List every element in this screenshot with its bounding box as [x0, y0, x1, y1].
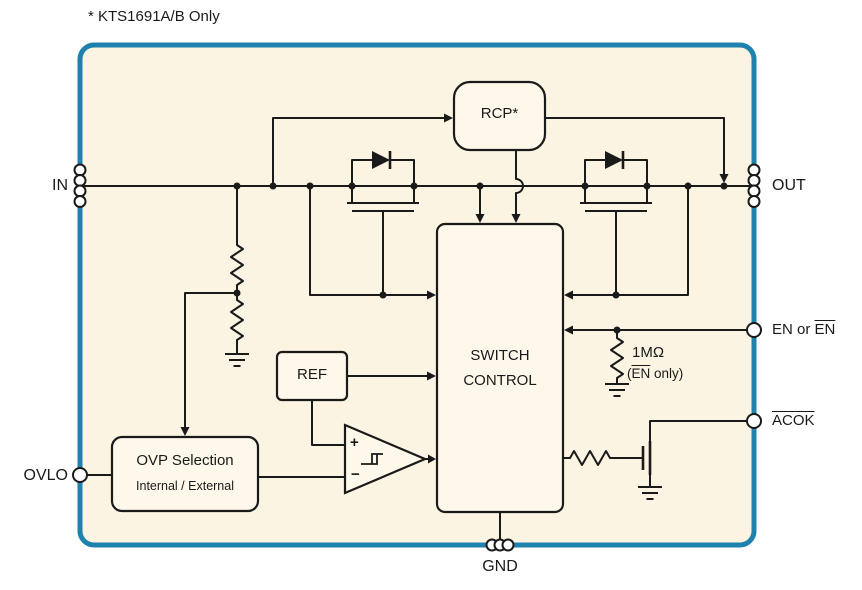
pin-in: [73, 163, 87, 208]
pin-gnd: [485, 538, 515, 552]
pin-out-label: OUT: [772, 177, 806, 194]
switch-control-block: [435, 222, 565, 514]
acok-gate-resistor-icon: [563, 450, 643, 466]
pin-acok: [746, 413, 762, 429]
ref-block-label: REF: [297, 366, 327, 383]
right-body-diode-icon: [605, 151, 623, 169]
right-pass-fet: [564, 151, 689, 300]
comparator: [258, 400, 436, 495]
comparator-icon: [343, 423, 428, 495]
diagram-note: * KTS1691A/B Only: [88, 8, 220, 25]
pin-en: [746, 322, 762, 338]
pin-en-label-prefix: EN or: [772, 321, 815, 338]
pin-out: [747, 163, 761, 208]
comparator-minus-label: −: [351, 466, 360, 483]
hysteresis-icon: [361, 453, 383, 465]
pin-gnd-label: GND: [482, 558, 518, 575]
right-mosfet-icon: [580, 186, 652, 295]
left-gate-wire: [309, 186, 427, 296]
rcp-block-label: RCP*: [480, 105, 519, 122]
junction-dots: [233, 182, 728, 334]
rcp-sense-wire: [515, 150, 524, 214]
right-gate-wire: [573, 186, 689, 296]
switch-control-label: SWITCH CONTROL: [463, 347, 537, 389]
pullup-resistor-icon: [610, 330, 624, 384]
ovp-block-subtitle: Internal / External: [136, 479, 234, 493]
ref-wires: [347, 371, 436, 381]
pin-en-label-overline: EN: [814, 321, 836, 338]
ref-block: [275, 350, 349, 402]
pin-acok-label: ACOK: [772, 412, 815, 429]
pin-ovlo: [72, 467, 88, 483]
ovp-block-title: OVP Selection: [136, 452, 234, 469]
ovp-block: [110, 435, 260, 513]
pin-in-label: IN: [52, 177, 68, 194]
left-body-diode-icon: [372, 151, 390, 169]
left-pass-fet: [309, 151, 436, 300]
divider-tap-wire: [184, 292, 237, 428]
pin-ovlo-label: OVLO: [23, 467, 68, 484]
en-input: [564, 325, 747, 397]
acok-output: [563, 420, 747, 500]
left-mosfet-icon: [347, 186, 419, 295]
rcp-wires: [272, 113, 729, 223]
rcp-block: [452, 80, 547, 152]
ref-to-comparator-wire: [311, 400, 345, 446]
pin-en-label: EN or EN: [772, 321, 835, 339]
pullup-resistor-note: (EN only): [627, 366, 684, 381]
pullup-resistor-label: 1MΩ: [632, 344, 665, 361]
comparator-plus-label: +: [350, 434, 359, 451]
